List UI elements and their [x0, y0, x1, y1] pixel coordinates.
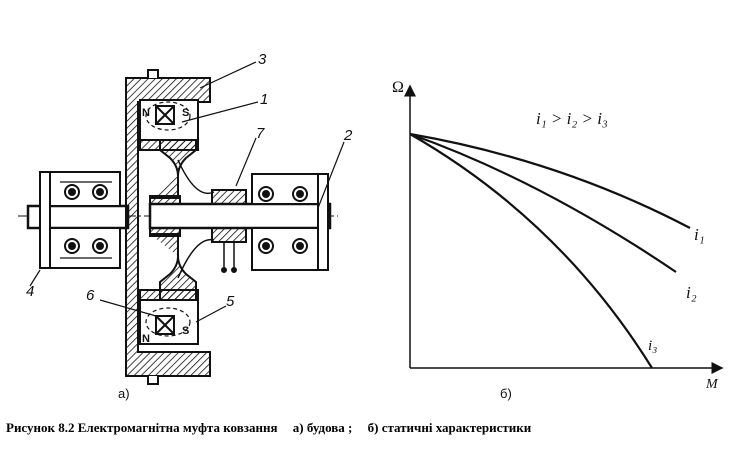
label-i3: i₃: [648, 338, 657, 354]
pole-letters: N S N S: [142, 107, 189, 345]
static-characteristics-plot: [404, 84, 724, 374]
caption-part-a: а) будова ;: [292, 420, 353, 435]
figure-caption: Рисунок 8.2 Електромагнітна муфта ковзан…: [6, 420, 543, 436]
curve-i2: [409, 132, 677, 273]
callout-4: 4: [26, 283, 34, 300]
right-bearing-housing: [251, 173, 329, 271]
callout-3: 3: [258, 51, 267, 68]
callout-6: 6: [86, 287, 95, 304]
curve-i1: [409, 132, 691, 229]
outer-armature-housing: [125, 69, 211, 385]
right-shaft: [148, 202, 332, 230]
pole-s-top: S: [182, 107, 189, 119]
inductor-rotor: [139, 99, 199, 345]
caption-part-b: б) статичні характеристики: [367, 420, 532, 435]
label-i1: i₁: [694, 225, 705, 244]
left-bearing-housing: [39, 171, 121, 269]
y-axis-label: Ω: [392, 79, 404, 96]
clutch-construction-drawing: [18, 61, 345, 385]
curve-i3: [409, 133, 653, 369]
callout-2: 2: [343, 127, 353, 144]
x-axis-label: M: [705, 377, 719, 392]
callout-7: 7: [256, 125, 265, 142]
pole-n-bottom: N: [142, 333, 150, 345]
pole-n-top: N: [142, 107, 150, 119]
label-i2: i₂: [686, 283, 697, 302]
callout-1: 1: [260, 91, 268, 108]
caption-title: Рисунок 8.2 Електромагнітна муфта ковзан…: [6, 420, 278, 435]
slip-rings: [177, 159, 247, 279]
current-inequality: i₁ > i₂ > i₃: [536, 109, 608, 128]
pole-s-bottom: S: [182, 325, 189, 337]
callout-5: 5: [226, 293, 235, 310]
sublabel-a: а): [118, 386, 130, 401]
callout-leaders: [29, 61, 345, 323]
plot-text: Ω M i₁ > i₂ > i₃ i₁ i₂ i₃: [392, 79, 719, 392]
sublabel-b: б): [500, 386, 512, 401]
callout-numbers: 3 1 7 2 4 6 5: [26, 51, 353, 310]
